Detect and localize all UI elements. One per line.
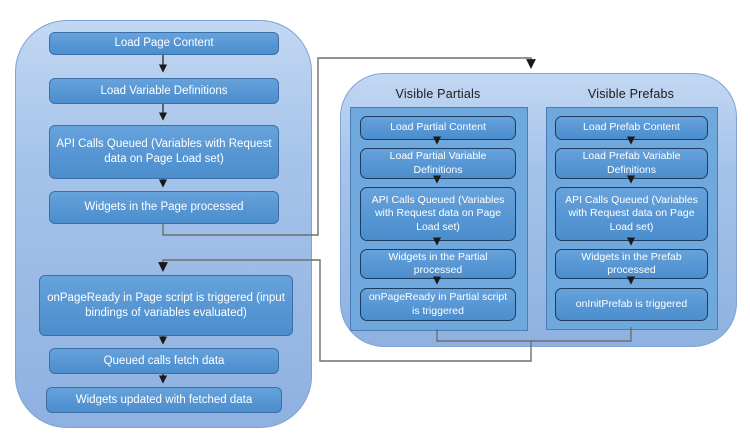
- flow-step-queued-calls-fetch: Queued calls fetch data: [49, 348, 279, 374]
- flow-step-onpageready: onPageReady in Page script is triggered …: [39, 275, 293, 336]
- prefab-step-load-content: Load Prefab Content: [555, 116, 708, 140]
- flow-step-widgets-processed: Widgets in the Page processed: [49, 191, 279, 224]
- partial-step-load-content: Load Partial Content: [360, 116, 516, 140]
- partials-title: Visible Partials: [395, 87, 481, 101]
- partials-prefabs-container: Visible Partials Visible Prefabs Load Pa…: [340, 73, 737, 347]
- flow-step-load-page-content: Load Page Content: [49, 32, 279, 55]
- flow-step-widgets-updated: Widgets updated with fetched data: [46, 387, 282, 413]
- prefabs-title: Visible Prefabs: [587, 87, 675, 101]
- prefab-step-widgets-processed: Widgets in the Prefab processed: [555, 249, 708, 279]
- partial-step-onpageready: onPageReady in Partial script is trigger…: [360, 288, 516, 321]
- prefab-step-oninitprefab: onInitPrefab is triggered: [555, 288, 708, 321]
- partial-step-load-variables: Load Partial Variable Definitions: [360, 148, 516, 179]
- flow-step-api-calls-queued: API Calls Queued (Variables with Request…: [49, 125, 279, 179]
- flow-step-load-variable-definitions: Load Variable Definitions: [49, 78, 279, 104]
- partial-step-widgets-processed: Widgets in the Partial processed: [360, 249, 516, 279]
- page-flow-container: Load Page Content Load Variable Definiti…: [15, 20, 312, 428]
- prefab-step-api-calls-queued: API Calls Queued (Variables with Request…: [555, 187, 708, 241]
- prefab-step-load-variables: Load Prefab Variable Definitions: [555, 148, 708, 179]
- partial-step-api-calls-queued: API Calls Queued (Variables with Request…: [360, 187, 516, 241]
